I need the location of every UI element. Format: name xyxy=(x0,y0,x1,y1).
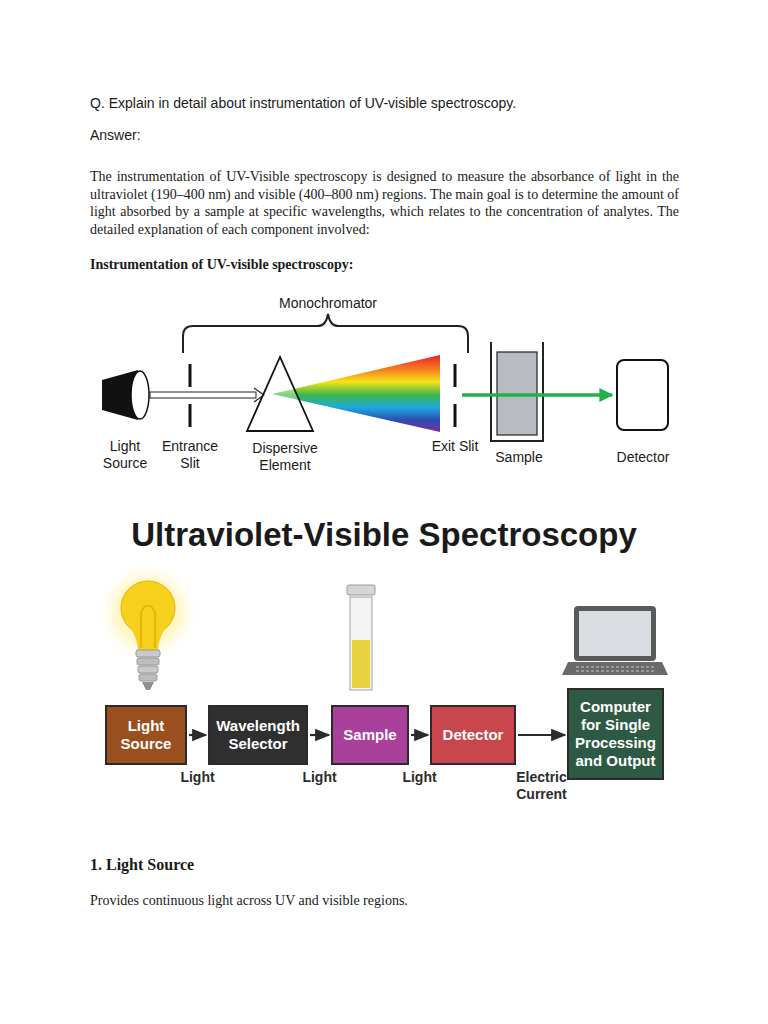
process-box: Computer for Single Processing and Outpu… xyxy=(567,688,664,780)
light-beam xyxy=(150,392,256,398)
flow-arrow xyxy=(310,734,329,736)
process-box: Sample xyxy=(331,705,409,765)
bulb-glow xyxy=(96,560,200,664)
monochromator-bracket xyxy=(183,314,468,353)
bulb-filament xyxy=(141,606,155,648)
laptop-screen xyxy=(574,606,656,661)
bulb-tip xyxy=(142,682,154,690)
section-heading: 1. Light Source xyxy=(90,855,490,875)
box-label: Light Source xyxy=(112,717,180,753)
transmitted-beam xyxy=(462,393,612,397)
laptop-keys xyxy=(576,670,654,672)
signal-label: Light xyxy=(153,769,243,786)
laptop-display xyxy=(579,611,651,656)
laptop-base xyxy=(562,662,668,675)
box-label: Detector xyxy=(443,726,504,744)
box-label: Sample xyxy=(343,726,396,744)
question-text: Q. Explain in detail about instrumentati… xyxy=(90,94,730,112)
process-box: Wavelength Selector xyxy=(208,705,308,765)
prism xyxy=(247,357,313,431)
body-paragraph: The instrumentation of UV-Visible spectr… xyxy=(90,168,679,238)
bulb-base xyxy=(138,666,158,673)
process-box: Detector xyxy=(430,705,516,765)
cuvette-liquid xyxy=(352,640,370,688)
part-label: Exit Slit xyxy=(427,438,483,455)
detector-box xyxy=(617,360,668,430)
part-label: Dispersive Element xyxy=(238,440,332,474)
part-label: Detector xyxy=(603,449,683,466)
bulb-base xyxy=(136,650,160,657)
bulb-neck xyxy=(130,627,166,650)
cuvette xyxy=(491,342,543,441)
cuvette-cap xyxy=(347,585,375,595)
part-label: Sample xyxy=(479,449,559,466)
bulb-glass xyxy=(121,581,175,635)
lamp-window xyxy=(131,371,149,419)
body-text: Provides continuous light across UV and … xyxy=(90,892,690,910)
answer-label: Answer: xyxy=(90,126,290,144)
signal-label: Light xyxy=(375,769,465,786)
flow-arrow xyxy=(518,734,565,736)
box-label: Computer for Single Processing and Outpu… xyxy=(574,698,657,770)
diagram-title: Ultraviolet-Visible Spectroscopy xyxy=(40,515,728,555)
laptop-keys xyxy=(576,666,654,668)
part-label: Monochromator xyxy=(263,295,393,312)
part-label: Light Source xyxy=(93,438,157,472)
bulb-base xyxy=(139,674,157,681)
box-label: Wavelength Selector xyxy=(215,717,301,753)
signal-label: Light xyxy=(275,769,365,786)
section-heading: Instrumentation of UV-visible spectrosco… xyxy=(90,256,590,274)
exit-slit-bar xyxy=(454,404,457,427)
bulb-base xyxy=(137,658,159,665)
flow-arrow xyxy=(189,734,206,736)
flow-arrow xyxy=(411,734,428,736)
process-box: Light Source xyxy=(105,705,187,765)
signal-label: Electric Current xyxy=(497,769,587,803)
exit-slit-bar xyxy=(454,364,457,387)
entrance-slit-bar xyxy=(189,364,192,387)
entrance-slit-bar xyxy=(189,404,192,427)
cuvette-tube xyxy=(350,597,372,690)
part-label: Entrance Slit xyxy=(158,438,222,472)
